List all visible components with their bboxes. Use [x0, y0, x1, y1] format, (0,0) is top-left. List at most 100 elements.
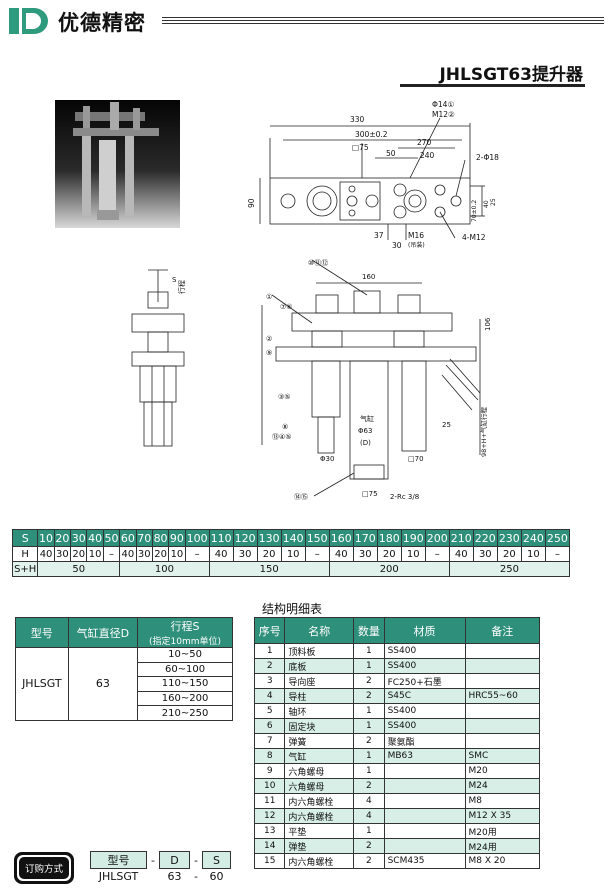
header-no: 序号 — [253, 617, 286, 644]
table-cell — [383, 793, 466, 809]
table-cell: 80 — [151, 529, 170, 547]
table-cell: 导向座 — [284, 673, 355, 689]
title-underline — [400, 84, 585, 87]
product-photo — [55, 100, 180, 228]
table-cell: 内六角螺栓 — [284, 793, 355, 809]
callout-14-15: ⑭⑮ — [294, 493, 308, 501]
table-cell: – — [304, 546, 330, 562]
table-cell: 11 — [253, 793, 286, 809]
table-cell: 1 — [353, 658, 385, 674]
stroke-row-sh: S+H 50 100 150 200 250 — [11, 561, 571, 577]
table-cell: M24 — [464, 778, 540, 794]
table-cell: 固定块 — [284, 718, 355, 734]
table-cell: 轴环 — [284, 703, 355, 719]
header-name: 名称 — [284, 617, 355, 644]
header-stroke-label: 行程S — [170, 620, 200, 633]
table-cell: 10 — [280, 546, 306, 562]
table-cell — [464, 643, 540, 659]
table-cell: 10 — [37, 529, 55, 547]
dim-330: 330 — [350, 115, 365, 124]
front-dim-98h: 98+H+气缸行程 — [479, 406, 488, 457]
table-cell: S45C — [383, 688, 466, 704]
table-cell: 4 — [353, 793, 385, 809]
order-sep: - — [151, 853, 155, 867]
table-cell: 顶料板 — [284, 643, 355, 659]
table-cell: 4 — [253, 688, 286, 704]
row-label: H — [11, 546, 39, 562]
table-cell: 6 — [253, 718, 286, 734]
dim-90: 90 — [247, 198, 256, 208]
table-cell: FC250+石墨 — [383, 673, 466, 689]
table-cell: 13 — [253, 823, 286, 839]
table-cell: 1 — [353, 643, 385, 659]
header-stroke-sub: (指定10mm单位) — [149, 637, 222, 647]
lifter-photo-illustration — [73, 102, 159, 220]
table-cell: 120 — [232, 529, 258, 547]
dim-4-m12: 4-M12 — [462, 233, 486, 242]
table-cell: 40 — [328, 546, 354, 562]
top-view-drawing: 330 300±0.2 □75 50 270 240 Φ14① M12② 2-Φ… — [247, 100, 499, 250]
order-badge: 订购方式 — [14, 852, 74, 884]
table-cell: 140 — [280, 529, 306, 547]
parts-table-title: 结构明细表 — [262, 602, 323, 616]
table-cell: 10 — [520, 546, 546, 562]
dim-phi14: Φ14① — [432, 100, 454, 109]
table-cell: 40 — [119, 546, 137, 562]
header-rule-inner — [162, 20, 604, 21]
table-cell: 六角螺母 — [284, 778, 355, 794]
dim-300: 300±0.2 — [355, 130, 388, 139]
order-value-d: 63 — [167, 869, 182, 883]
table-cell: 内六角螺栓 — [284, 808, 355, 824]
table-cell: M8 — [464, 793, 540, 809]
table-cell: 2 — [353, 838, 385, 854]
table-cell: M20 — [464, 763, 540, 779]
table-cell: 250 — [448, 561, 571, 577]
stroke-range: 60~100 — [137, 661, 233, 678]
table-cell — [464, 673, 540, 689]
table-cell — [464, 658, 540, 674]
dim-m16: M16 — [408, 231, 424, 240]
table-cell: 1 — [253, 643, 286, 659]
table-cell: 40 — [448, 546, 474, 562]
product-title: JHLSGT63提升器 — [439, 65, 583, 85]
header-stroke: 行程S (指定10mm单位) — [137, 617, 233, 648]
callout-3-5: ③⑤ — [278, 393, 291, 401]
table-cell: 200 — [328, 561, 450, 577]
table-cell: 5 — [253, 703, 286, 719]
table-cell: 10 — [86, 546, 104, 562]
table-cell: 20 — [496, 546, 522, 562]
table-cell: M24用 — [464, 838, 540, 854]
stroke-range: 210~250 — [137, 705, 233, 721]
table-cell: – — [184, 546, 210, 562]
dim-70: 70±0.2 — [471, 200, 478, 222]
table-cell: M20用 — [464, 823, 540, 839]
front-dim-phi30: Φ30 — [320, 455, 334, 463]
table-cell: 15 — [253, 853, 286, 869]
table-cell: 20 — [53, 529, 72, 547]
dim-hoist-note: (吊装) — [408, 241, 425, 249]
table-cell: – — [544, 546, 571, 562]
table-cell — [383, 808, 466, 824]
table-cell: SMC — [464, 748, 540, 764]
table-cell: 190 — [400, 529, 426, 547]
table-cell: 2 — [253, 658, 286, 674]
table-cell: 60 — [119, 529, 137, 547]
dim-37: 37 — [374, 231, 384, 240]
table-cell: 30 — [135, 546, 153, 562]
callout-13-4-5: ⑬④⑤ — [272, 433, 292, 441]
callout-1: ① — [266, 293, 272, 301]
table-cell: 50 — [102, 529, 121, 547]
callout-10-11-12: ⑩⑪⑫ — [308, 259, 328, 267]
table-cell: SS400 — [383, 703, 466, 719]
table-cell: 110 — [208, 529, 234, 547]
callout-2: ② — [266, 335, 272, 343]
callout-8: ⑧ — [282, 423, 288, 431]
model-diameter: 63 — [67, 647, 139, 721]
front-cylinder-phi63: Φ63 — [358, 427, 372, 435]
table-cell: 平垫 — [284, 823, 355, 839]
